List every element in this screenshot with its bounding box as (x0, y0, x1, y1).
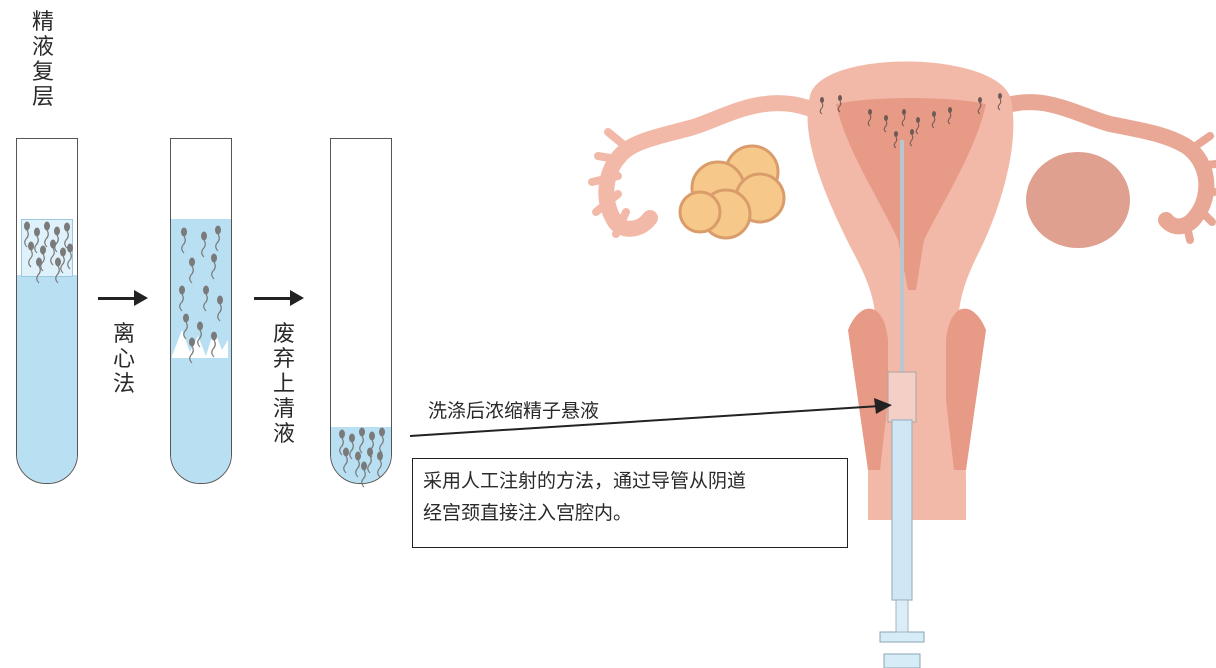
suspension-label: 洗涤后浓缩精子悬液 (428, 396, 599, 423)
ovary-left-follicles (680, 146, 784, 238)
sperm-pellet (339, 428, 385, 488)
sperm-cluster-tube1 (24, 222, 73, 284)
method-note-line1: 采用人工注射的方法，通过导管从阴道 (423, 465, 837, 497)
centrifuge-boundary (172, 330, 228, 358)
method-note-line2: 经宫颈直接注入宫腔内。 (423, 497, 837, 529)
ovary-right (1026, 152, 1130, 248)
method-note-box: 采用人工注射的方法，通过导管从阴道 经宫颈直接注入宫腔内。 (412, 458, 848, 548)
